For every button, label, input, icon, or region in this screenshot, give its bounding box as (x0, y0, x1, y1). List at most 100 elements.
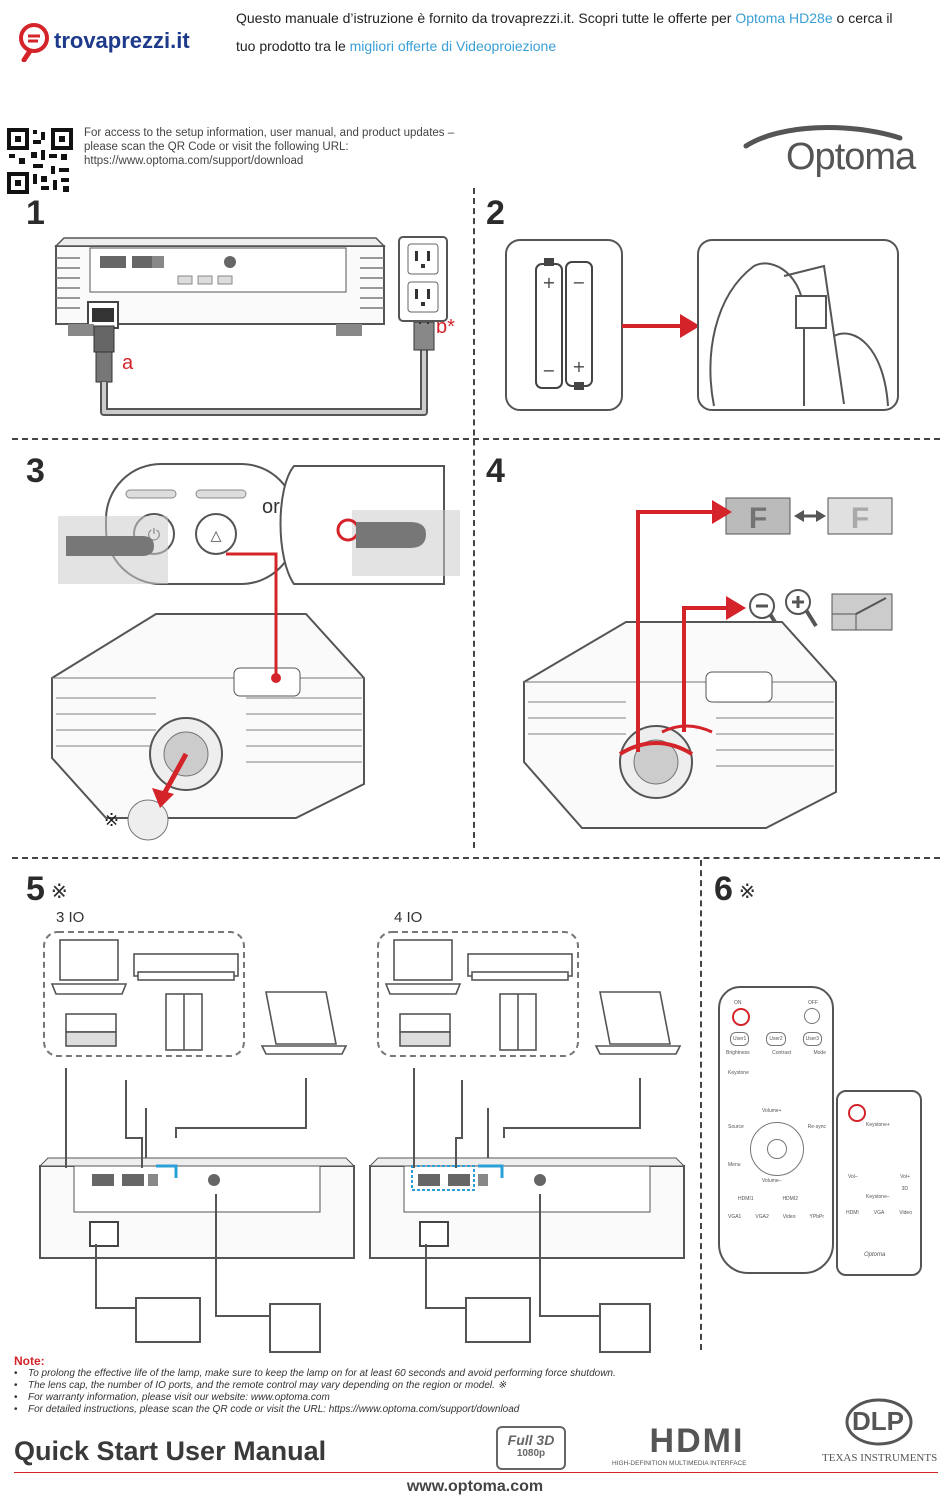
remote-off-button[interactable] (804, 1008, 820, 1024)
banner-line1-prefix: Questo manuale d’istruzione è fornito da… (236, 10, 736, 26)
remote-small-brand: Optoma (864, 1252, 886, 1258)
remote-small-keystone-minus: Keystone– (866, 1194, 890, 1200)
arrow-right-icon (622, 314, 700, 338)
remote-vga1-button[interactable]: VGA1 (728, 1214, 742, 1220)
hdmi-logo: HDMI HIGH-DEFINITION MULTIMEDIA INTERFAC… (608, 1424, 788, 1470)
remote-hdmi2-button[interactable]: HDMI2 (782, 1196, 798, 1202)
remote-user-row: User1 User2 User3 (730, 1032, 822, 1046)
access-url[interactable]: https://www.optoma.com/support/download (84, 155, 304, 167)
remote-on-label: ON (734, 1000, 742, 1006)
io3-label: 3 IO (56, 909, 85, 926)
remote-small-3d-button[interactable]: 3D (901, 1186, 908, 1192)
trovaprezzi-logo-text: trovaprezzi.it (54, 28, 190, 53)
footer-rule (14, 1472, 938, 1473)
step-5-digit: 5 (26, 870, 45, 908)
remote-small-power-button[interactable] (848, 1104, 866, 1122)
projector-rear-io4-icon (368, 1157, 686, 1259)
banner-line2-prefix: tuo prodotto tra le (236, 38, 350, 54)
optoma-logo: Optoma (740, 122, 940, 186)
remote-volume-plus-label: Volume+ (762, 1108, 782, 1114)
svg-text:−: − (572, 273, 585, 292)
step-5-io3-illustration (38, 931, 356, 1353)
remote-off-label: OFF (808, 1000, 818, 1006)
step-6-number: 6※ (714, 870, 756, 909)
remote-closeup (279, 465, 460, 585)
step-3-illustration: ⏻ △ (51, 463, 460, 841)
remote-video-button[interactable]: Video (782, 1214, 796, 1220)
remote-volume-minus-label: Volume– (762, 1178, 782, 1184)
full3d-badge: Full 3D 1080p (496, 1426, 566, 1470)
remote-input-row: VGA1 VGA2 Video YPbPr (728, 1214, 824, 1220)
remote-keystone-label: Keystone (728, 1070, 749, 1076)
remote-small-vol-plus: Vol+ (900, 1174, 910, 1180)
step-1-number: 1 (26, 194, 45, 232)
label-a: a (122, 352, 134, 374)
remote-small-vga-button[interactable]: VGA (873, 1210, 885, 1216)
remote-enter-button[interactable] (767, 1139, 787, 1159)
banner-product-link[interactable]: Optoma HD28e (735, 10, 833, 26)
trovaprezzi-logo-icon (19, 23, 49, 62)
step-4-number: 4 (486, 452, 505, 490)
focus-comparison: F F (725, 497, 893, 535)
remote-dpad[interactable] (750, 1122, 804, 1176)
remote-small-vol-minus: Vol– (848, 1174, 858, 1180)
remote-small-video-button[interactable]: Video (899, 1210, 912, 1216)
step-3-or: or (262, 496, 280, 518)
p1080-label: 1080p (516, 1448, 546, 1459)
remote-large: ON OFF User1 User2 User3 Brightness Cont… (718, 986, 834, 1274)
divider-h-2 (12, 857, 940, 859)
full3d-label: Full 3D (507, 1432, 555, 1448)
divider-h-1 (12, 438, 940, 440)
note-item: For warranty information, please visit o… (14, 1392, 694, 1404)
trovaprezzi-logo[interactable]: trovaprezzi.it (18, 22, 208, 62)
projector-front-icon (51, 613, 365, 841)
remote-user1-button[interactable]: User1 (730, 1032, 750, 1046)
remote-resync-label: Re-sync (807, 1124, 826, 1130)
remote-label-row: Brightness Contrast Mode (726, 1050, 826, 1056)
lens-cap-arrow-icon (152, 752, 189, 808)
source-devices-icon-2 (384, 939, 573, 1051)
footer-url[interactable]: www.optoma.com (406, 1478, 544, 1495)
step-5-number: 5※ (26, 870, 68, 909)
remote-brightness-label: Brightness (726, 1050, 750, 1056)
note-item: The lens cap, the number of IO ports, an… (14, 1380, 694, 1392)
banner-line1-suffix: o cerca il (832, 10, 893, 26)
notes-section: Note: To prolong the effective life of t… (14, 1354, 694, 1416)
optoma-logo-text: Optoma (786, 136, 916, 178)
notes-title: Note: (14, 1354, 45, 1368)
remote-user3-button[interactable]: User3 (802, 1032, 822, 1046)
step-1-illustration (54, 237, 435, 416)
power-plug-a-icon (93, 325, 115, 383)
wall-outlet-icon (398, 236, 448, 322)
svg-text:+: + (572, 357, 585, 376)
remote-user2-button[interactable]: User2 (766, 1032, 786, 1046)
dlp-label: DLP (852, 1406, 904, 1436)
note-item: To prolong the effective life of the lam… (14, 1368, 694, 1380)
note-item: For detailed instructions, please scan t… (14, 1404, 694, 1416)
step-2-number: 2 (486, 194, 505, 232)
remote-menu-label: Menu (728, 1162, 741, 1168)
remote-small: Keystone+ Vol– Vol+ Keystone– HDMI VGA V… (836, 1090, 922, 1276)
access-text-line2: please scan the QR Code or visit the fol… (84, 141, 349, 153)
notes-list: To prolong the effective life of the lam… (14, 1368, 694, 1416)
svg-text:△: △ (211, 528, 222, 544)
optoma-swoosh-icon (743, 125, 903, 149)
step-4-illustration: F F (523, 497, 893, 829)
remote-vga2-button[interactable]: VGA2 (755, 1214, 769, 1220)
remote-source-label: Source (728, 1124, 744, 1130)
access-text-line1: For access to the setup information, use… (84, 127, 455, 139)
step-5-mark: ※ (50, 880, 68, 903)
control-panel-closeup: ⏻ △ (58, 463, 297, 585)
remote-hdmi1-button[interactable]: HDMI1 (738, 1196, 754, 1202)
step-6-digit: 6 (714, 870, 733, 908)
banner-category-link[interactable]: migliori offerte di Videoproiezione (349, 38, 557, 54)
svg-text:+: + (542, 273, 555, 292)
remote-small-input-row: HDMI VGA Video (846, 1210, 912, 1216)
remote-power-button[interactable] (732, 1008, 750, 1026)
setup-access-info: For access to the setup information, use… (84, 126, 454, 168)
divider-v-bottom (700, 860, 702, 1350)
remote-small-hdmi-button[interactable]: HDMI (846, 1210, 859, 1216)
dlp-logo-icon (845, 1398, 913, 1446)
hdmi-subtitle: HIGH-DEFINITION MULTIMEDIA INTERFACE (612, 1460, 747, 1467)
remote-ypbpr-button[interactable]: YPbPr (809, 1214, 824, 1220)
